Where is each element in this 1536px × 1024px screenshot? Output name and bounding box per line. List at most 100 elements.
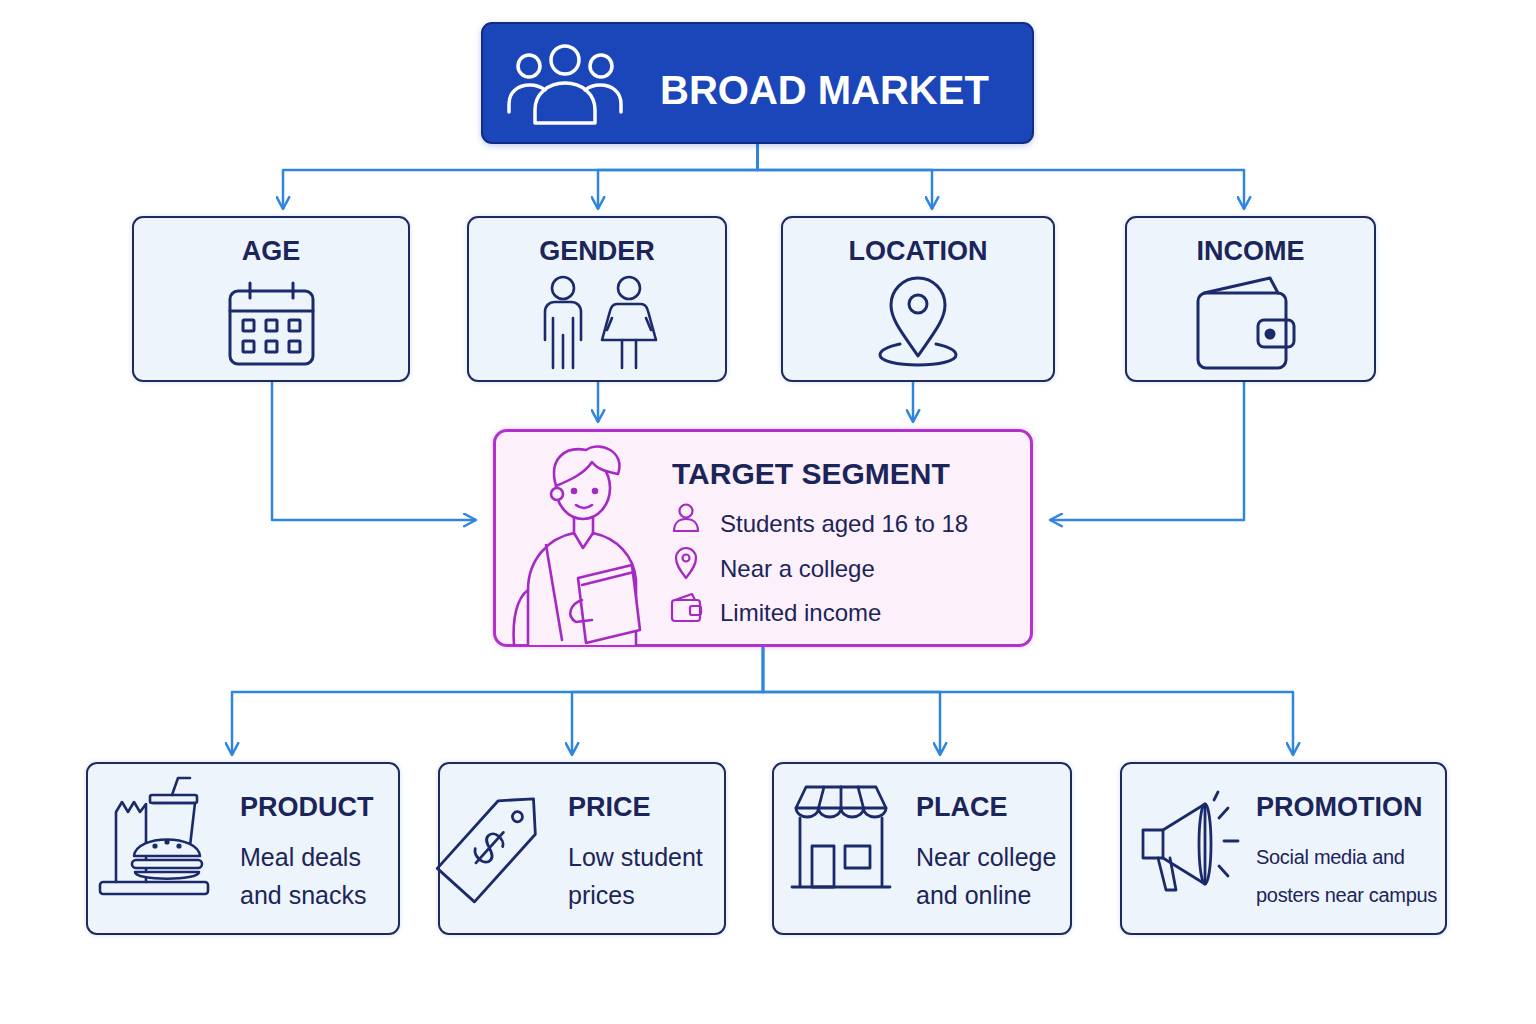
flow-arrow [232, 647, 763, 755]
calendar-icon-part [266, 341, 277, 352]
calendar-icon-part [243, 341, 254, 352]
gender-icon-part [552, 277, 574, 299]
flow-arrow [758, 144, 1245, 209]
student-illustration-part [546, 545, 562, 640]
meal-icon-part [153, 803, 195, 846]
gender-icon-part [553, 318, 573, 368]
calendar-icon-part [266, 320, 277, 331]
calendar-icon-part [249, 283, 252, 298]
people-icon-part [590, 55, 612, 77]
meal-icon-part [100, 882, 208, 894]
people-icon-part [551, 46, 579, 74]
marketing-mix-box: PRODUCTMeal deals and snacks [86, 762, 400, 935]
flow-arrow [758, 144, 933, 209]
meal-icon [100, 778, 208, 894]
criterion-title: LOCATION [783, 235, 1053, 267]
marketing-mix-box: PRICELow student prices [438, 762, 726, 935]
calendar-icon [230, 283, 313, 364]
meal-icon-part [178, 845, 181, 848]
flow-arrow [763, 647, 1293, 755]
market-box: BROAD MARKET [481, 22, 1034, 144]
mix-description: Social media and posters near campus [1256, 838, 1442, 914]
wallet-icon-part [1204, 278, 1278, 293]
flow-arrow [572, 647, 763, 755]
location-pin-icon-part [891, 278, 945, 356]
store-icon-part [796, 808, 886, 817]
wallet-icon-part [1258, 320, 1294, 347]
meal-icon-part [172, 778, 190, 795]
gender-icon-part [618, 277, 640, 299]
gender-icon-part [622, 340, 636, 368]
student-illustration-part [570, 600, 592, 622]
flow-arrow [912, 382, 915, 422]
location-pin-icon-part [909, 295, 927, 313]
calendar-icon-part [230, 310, 313, 313]
segment-criterion-box: LOCATION [781, 216, 1055, 382]
segment-criterion-box: INCOME [1125, 216, 1376, 382]
price-tag-icon-part [469, 826, 511, 869]
flow-arrow [1050, 382, 1244, 520]
flow-arrow [272, 382, 476, 520]
meal-icon-part [166, 841, 169, 844]
wallet-bullet-icon [672, 594, 701, 621]
person-bullet-icon [674, 505, 698, 532]
segment-criterion-box: GENDER [467, 216, 727, 382]
megaphone-icon-part [1214, 792, 1238, 876]
target-segment-box: TARGET SEGMENTStudents aged 16 to 18Near… [493, 429, 1033, 647]
marketing-mix-box: PLACENear college and online [772, 762, 1072, 935]
wallet-icon-part [1198, 293, 1286, 368]
criterion-title: GENDER [469, 235, 725, 267]
segment-title: TARGET SEGMENT [672, 456, 1022, 492]
megaphone-icon [1143, 792, 1238, 890]
person-bullet-icon-part [680, 505, 693, 518]
mix-description: Near college and online [916, 838, 1074, 914]
segment-trait: Students aged 16 to 18 [720, 510, 1020, 539]
flow-arrow [597, 382, 600, 422]
student-illustration-part [528, 533, 636, 645]
store-icon-part [819, 787, 864, 808]
student-illustration-part [576, 505, 592, 508]
location-pin-icon-part [880, 344, 956, 365]
student-illustration-part [551, 488, 563, 500]
student-illustration-part [593, 489, 597, 493]
gender-icon-part [602, 304, 656, 340]
location-pin-icon [880, 278, 956, 365]
person-bullet-icon-part [674, 519, 698, 531]
store-icon [792, 787, 890, 887]
student-illustration-part [556, 457, 610, 519]
people-icon [509, 46, 621, 123]
flow-arrow [283, 144, 758, 209]
student-illustration-part [582, 572, 634, 585]
megaphone-icon-part [1199, 804, 1211, 884]
meal-icon-part [134, 840, 200, 857]
gender-icon [545, 277, 656, 368]
price-tag-icon-part [510, 810, 524, 824]
price-tag-icon [437, 782, 552, 902]
calendar-icon-part [230, 291, 313, 364]
meal-icon-part [150, 795, 197, 803]
student-illustration-part [574, 516, 593, 534]
meal-icon-part [135, 872, 199, 879]
calendar-icon-part [289, 341, 300, 352]
people-icon-part [535, 83, 595, 123]
meal-icon-part [132, 860, 202, 868]
segment-criterion-box: AGE [132, 216, 410, 382]
meal-icon-part [154, 845, 157, 848]
wallet-bullet-icon-part [675, 594, 695, 600]
pin-bullet-icon [676, 548, 696, 578]
student-illustration-part [554, 446, 619, 486]
people-icon-part [585, 85, 621, 112]
student-illustration-part [578, 565, 640, 643]
market-title: BROAD MARKET [660, 66, 1025, 114]
megaphone-icon-part [1143, 804, 1205, 884]
store-icon-part [792, 886, 890, 889]
calendar-icon-part [292, 283, 295, 298]
student-illustration [514, 446, 640, 645]
criterion-title: AGE [134, 235, 408, 267]
megaphone-icon-part [1158, 858, 1176, 890]
student-illustration-part [514, 590, 528, 645]
wallet-bullet-icon-part [672, 600, 700, 621]
wallet-bullet-icon-part [690, 606, 701, 615]
